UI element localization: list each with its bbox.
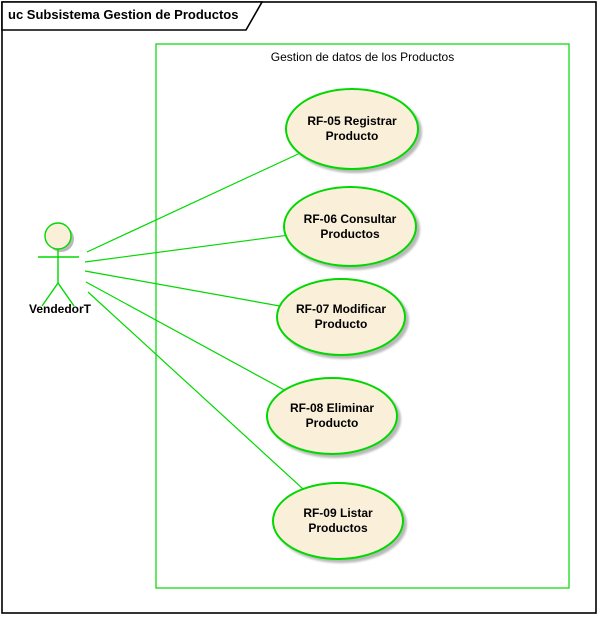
frame-title: uc Subsistema Gestion de Productos (8, 7, 239, 22)
usecase-rf06-label: RF-06 Consultar Productos (304, 212, 397, 242)
usecase-rf06-line1: RF-06 Consultar (303, 211, 397, 226)
usecase-rf08-line1: RF-08 Eliminar (289, 401, 375, 415)
association-rf09[interactable] (87, 291, 339, 522)
usecase-rf09-label: RF-09 Listar Productos (303, 506, 372, 536)
usecase-rf05-label: RF-05 Registrar Producto (307, 114, 396, 144)
diagram-frame (1, 1, 597, 614)
usecase-rf05-line2: Producto (325, 129, 379, 143)
usecase-rf08-label: RF-08 Eliminar Producto (290, 401, 374, 431)
usecase-rf08-line2: Producto (305, 416, 359, 430)
usecase-rf07[interactable]: RF-07 Modificar Producto (276, 278, 406, 356)
usecase-rf05-line1: RF-05 Registrar (307, 114, 397, 128)
usecase-rf06[interactable]: RF-06 Consultar Productos (283, 186, 417, 267)
actor-name: VendedorT (28, 302, 91, 316)
actor-right-leg (57, 282, 75, 307)
system-boundary[interactable] (155, 43, 570, 589)
usecase-rf05[interactable]: RF-05 Registrar Producto (285, 88, 419, 170)
usecase-rf09-line1: RF-09 Listar (303, 506, 373, 520)
actor-head[interactable] (44, 222, 72, 250)
usecase-rf09-line2: Productos (308, 521, 368, 535)
usecase-rf09[interactable]: RF-09 Listar Productos (272, 482, 404, 560)
usecase-rf07-label: RF-07 Modificar Producto (296, 302, 386, 332)
usecase-rf08[interactable]: RF-08 Eliminar Producto (266, 377, 398, 455)
frame-title-tab (1, 1, 264, 31)
actor-figure[interactable] (38, 222, 79, 307)
usecase-rf06-line2: Productos (320, 226, 380, 241)
boundary-title: Gestion de datos de los Productos (270, 50, 455, 64)
usecase-rf07-line2: Producto (314, 317, 368, 331)
usecase-rf07-line1: RF-07 Modificar (295, 302, 386, 316)
actor-left-leg (41, 282, 59, 307)
